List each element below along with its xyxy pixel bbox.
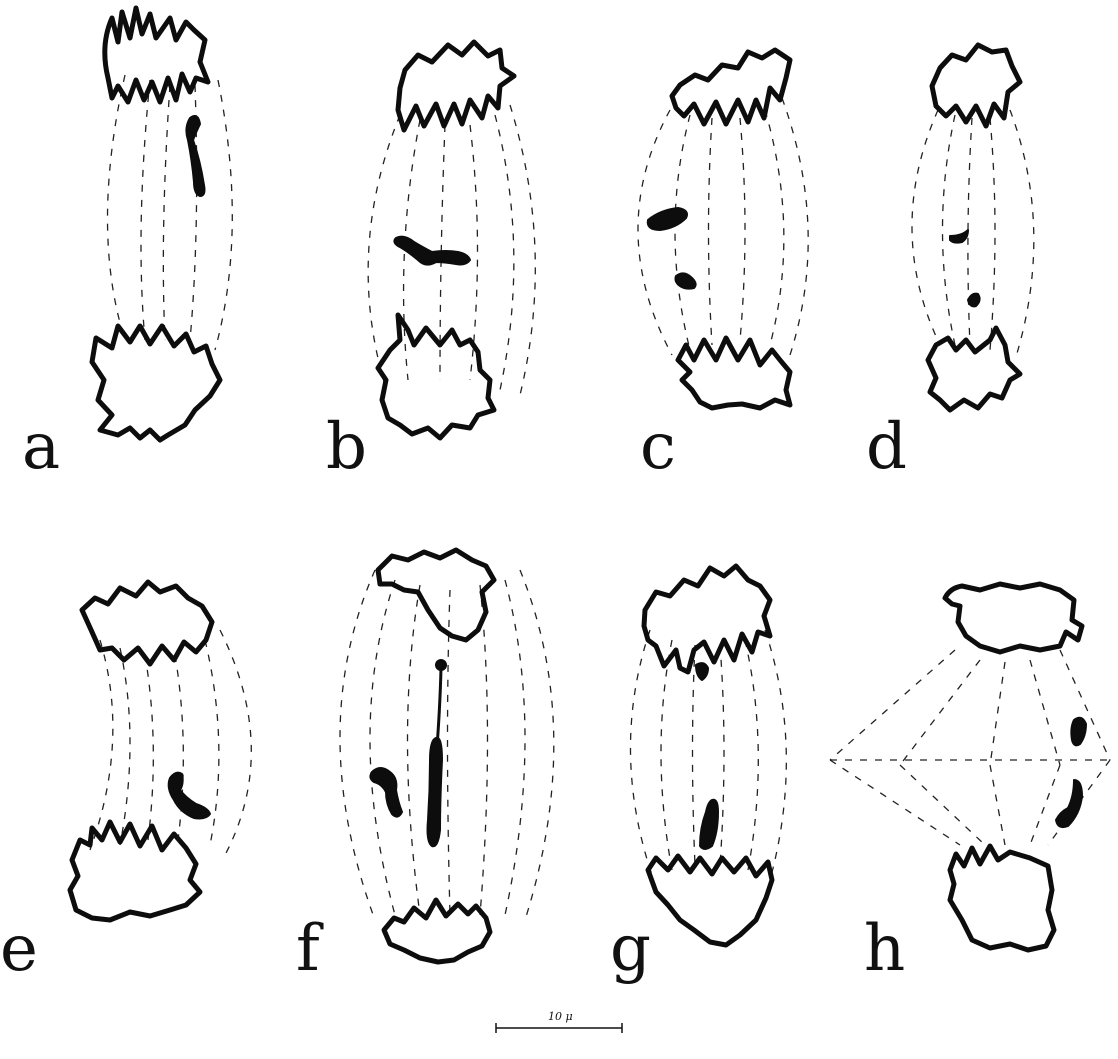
scale-bar: 10 μ [496,1010,622,1033]
panel-h-chromosome-2 [1056,780,1082,827]
panel-label-f: f [296,912,324,986]
panel-c-cell [638,50,808,408]
panel-e-spindle-fibers [90,630,251,855]
panel-g-lower-chromatin-mass [648,856,772,945]
panel-label-b: b [326,410,367,484]
panel-a-lower-chromatin-mass [92,326,220,440]
panel-e-upper-chromatin-mass [82,582,212,664]
panel-g-chromosome-1 [696,663,708,680]
panel-h-lower-chromatin-mass [950,846,1054,950]
panel-g-chromosome-2 [700,800,718,849]
panel-c-chromosome-1 [648,208,687,230]
panel-a-spindle-fibers [108,75,233,350]
panel-b-upper-chromatin-mass [398,42,514,130]
panel-a-chromosome [186,116,204,196]
panel-c-chromosome-2 [676,273,696,288]
panel-e-chromosome [169,773,210,819]
panel-label-g: g [610,912,651,986]
panel-d-spindle-fibers [912,110,1034,360]
panel-d-chromosome-1 [950,230,968,243]
panel-a-upper-chromatin-mass [105,8,208,102]
panel-c-upper-chromatin-mass [672,50,790,124]
panel-d-lower-chromatin-mass [928,328,1020,410]
panel-label-d: d [866,410,907,484]
panel-label-c: c [640,410,676,484]
panel-h-chromosome-1 [1071,718,1086,746]
panel-d-upper-chromatin-mass [932,45,1020,126]
panel-a-cell [92,8,232,440]
panel-e-lower-chromatin-mass [70,822,200,920]
panel-e-cell [70,582,251,920]
panel-label-a: a [22,410,60,484]
panel-f-upper-chromatin-mass [378,550,494,640]
panel-f-lower-chromatin-mass [384,900,490,962]
panel-label-h: h [864,912,905,986]
panel-f-cell [340,550,554,962]
panel-f-chromosome-1 [428,660,447,846]
panel-b-spindle-fibers [368,105,535,395]
panel-c-lower-chromatin-mass [678,338,790,408]
panel-d-cell [912,45,1034,410]
panel-g-cell [630,566,786,945]
panel-d-chromosome-2 [968,294,980,307]
scale-bar-label: 10 μ [548,1010,573,1023]
panel-b-cell [368,42,535,438]
panel-g-upper-chromatin-mass [644,566,770,672]
panel-label-e: e [0,912,38,986]
panel-f-spindle-fibers [340,570,554,920]
panel-h-cell [830,584,1110,950]
panel-h-upper-chromatin-mass [945,584,1082,652]
panel-f-chromosome-2 [370,768,402,817]
panel-b-lower-chromatin-mass [378,315,494,438]
panel-b-chromosome [394,237,470,265]
